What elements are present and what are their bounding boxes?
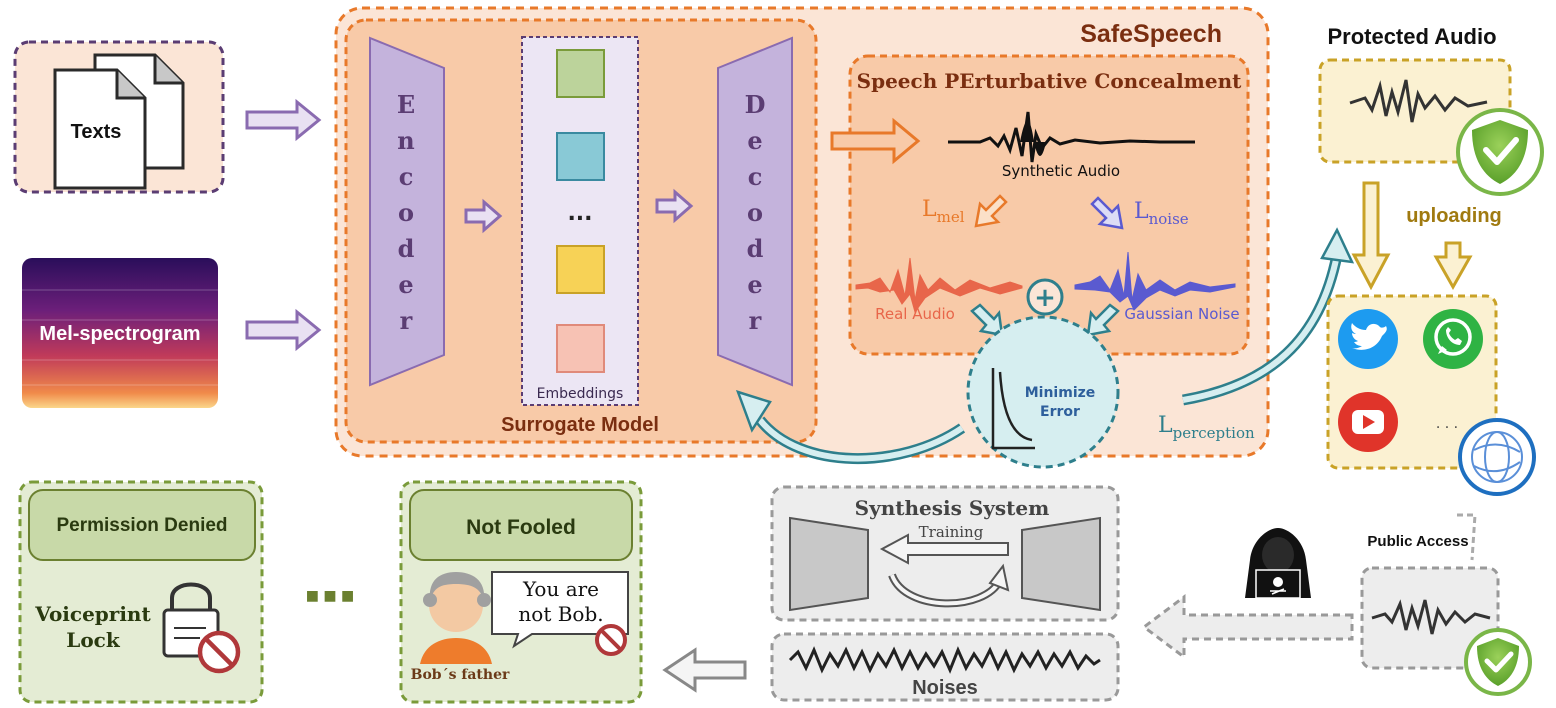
shield-check-icon bbox=[1456, 108, 1544, 196]
encoder-letter: d bbox=[398, 234, 415, 263]
voiceprint-line-2: Lock bbox=[66, 628, 121, 652]
l-mel-arrow bbox=[974, 194, 1008, 228]
encoder-letter: o bbox=[398, 198, 414, 227]
to-not-fooled-arrow bbox=[662, 647, 747, 693]
decoder-letter: r bbox=[749, 306, 762, 335]
embedding-ellipsis: ... bbox=[567, 201, 592, 226]
encoder-letter: r bbox=[400, 306, 413, 335]
mel-label: Mel-spectrogram bbox=[39, 323, 200, 345]
safespeech-title: SafeSpeech bbox=[1080, 20, 1222, 48]
bob-father-icon bbox=[420, 572, 492, 664]
texts-label: Texts bbox=[71, 121, 122, 143]
more-platforms-dots: · · · bbox=[1436, 420, 1458, 436]
embedding-green bbox=[556, 49, 605, 98]
twitter-icon bbox=[1338, 309, 1398, 369]
l-noise-label: Lnoise bbox=[1134, 199, 1189, 228]
social-platforms-box: · · · bbox=[1326, 294, 1498, 470]
youtube-icon bbox=[1338, 392, 1398, 452]
speech-line-2: not Bob. bbox=[518, 602, 603, 626]
svg-text:+: + bbox=[1034, 283, 1056, 313]
upload-arrows bbox=[1351, 181, 1473, 291]
training-label: Training bbox=[919, 523, 984, 541]
real-audio-label: Real Audio bbox=[875, 305, 955, 323]
encoder-letter: e bbox=[398, 270, 413, 299]
not-fooled-box: Not Fooled Bob´s father You are not Bob. bbox=[399, 480, 643, 704]
spec-box bbox=[848, 54, 1250, 356]
prohibited-icon bbox=[595, 624, 627, 656]
real-audio-waveform bbox=[855, 257, 1023, 314]
protected-audio-title: Protected Audio bbox=[1327, 24, 1496, 49]
synthesis-system-box: Synthesis System Training bbox=[770, 485, 1120, 622]
shield-check-icon-2 bbox=[1464, 628, 1532, 696]
public-audio-box bbox=[1360, 566, 1500, 670]
surrogate-model-label: Surrogate Model bbox=[501, 414, 659, 436]
hacker-icon bbox=[1245, 528, 1311, 599]
embedding-pink bbox=[556, 324, 605, 373]
not-fooled-label: Not Fooled bbox=[466, 516, 576, 539]
public-access-label: Public Access bbox=[1367, 533, 1468, 550]
speech-line-1: You are bbox=[522, 577, 599, 601]
minimize-error-circle: Minimize Error bbox=[966, 315, 1120, 469]
feedback-arrow bbox=[735, 390, 966, 464]
l-noise-arrow bbox=[1090, 196, 1124, 230]
l-perception-label: Lperception bbox=[1158, 413, 1255, 442]
synthetic-waveform bbox=[948, 111, 1195, 163]
mel-arrow bbox=[245, 308, 322, 352]
input-arrows bbox=[245, 98, 322, 352]
embedding-yellow bbox=[556, 245, 605, 294]
error-label: Error bbox=[1040, 404, 1080, 420]
mel-spectrogram-input: Mel-spectrogram bbox=[22, 258, 218, 408]
results-dots: ■ ■ ■ bbox=[306, 588, 355, 604]
spec-title: Speech PErturbative Concealment bbox=[857, 69, 1242, 93]
noise-to-error-arrow bbox=[1086, 303, 1120, 337]
gaussian-noise-label: Gaussian Noise bbox=[1124, 305, 1239, 323]
noises-label: Noises bbox=[912, 677, 978, 699]
decoder-letter: e bbox=[747, 270, 762, 299]
permission-denied-box: Permission Denied Voiceprint Lock bbox=[18, 480, 264, 704]
embeddings-label: Embeddings bbox=[537, 386, 624, 402]
noises-box: Noises bbox=[770, 632, 1120, 702]
decoder-to-spec-arrow bbox=[830, 117, 921, 165]
embeddings-column: ... Embeddings bbox=[521, 36, 639, 406]
plus-icon: + bbox=[1026, 278, 1064, 316]
decoder-letter: e bbox=[747, 126, 762, 155]
l-mel-label: Lmel bbox=[922, 197, 965, 226]
decoder-letter: c bbox=[748, 162, 763, 191]
uploading-label: uploading bbox=[1406, 205, 1502, 227]
encoder-letter: n bbox=[397, 126, 414, 155]
voiceprint-line-1: Voiceprint bbox=[34, 602, 151, 626]
texts-arrow bbox=[245, 98, 322, 142]
public-access-arrow bbox=[1457, 513, 1477, 561]
embedding-blue bbox=[556, 132, 605, 181]
document-icon bbox=[53, 53, 185, 190]
texts-input-box: Texts bbox=[13, 40, 225, 194]
synthesis-title: Synthesis System bbox=[855, 496, 1050, 520]
whatsapp-icon bbox=[1423, 309, 1483, 369]
prohibited-icon-2 bbox=[197, 630, 241, 674]
synthetic-audio-label: Synthetic Audio bbox=[1002, 162, 1120, 180]
gaussian-noise-waveform bbox=[1074, 251, 1236, 311]
decoder-letter: d bbox=[747, 234, 764, 263]
to-protected-arrow bbox=[1182, 227, 1355, 406]
encoder-letter: c bbox=[399, 162, 414, 191]
real-to-error-arrow bbox=[970, 303, 1004, 337]
attack-arrow bbox=[1141, 594, 1354, 660]
permission-denied-label: Permission Denied bbox=[56, 515, 227, 536]
decoder-letter: D bbox=[745, 90, 766, 119]
minimize-label: Minimize bbox=[1025, 385, 1096, 401]
decoder-letter: o bbox=[747, 198, 763, 227]
encoder-letter: E bbox=[397, 90, 415, 119]
model-arrows bbox=[464, 188, 694, 234]
globe-icon bbox=[1458, 418, 1536, 496]
bob-father-label: Bob´s father bbox=[411, 667, 510, 683]
